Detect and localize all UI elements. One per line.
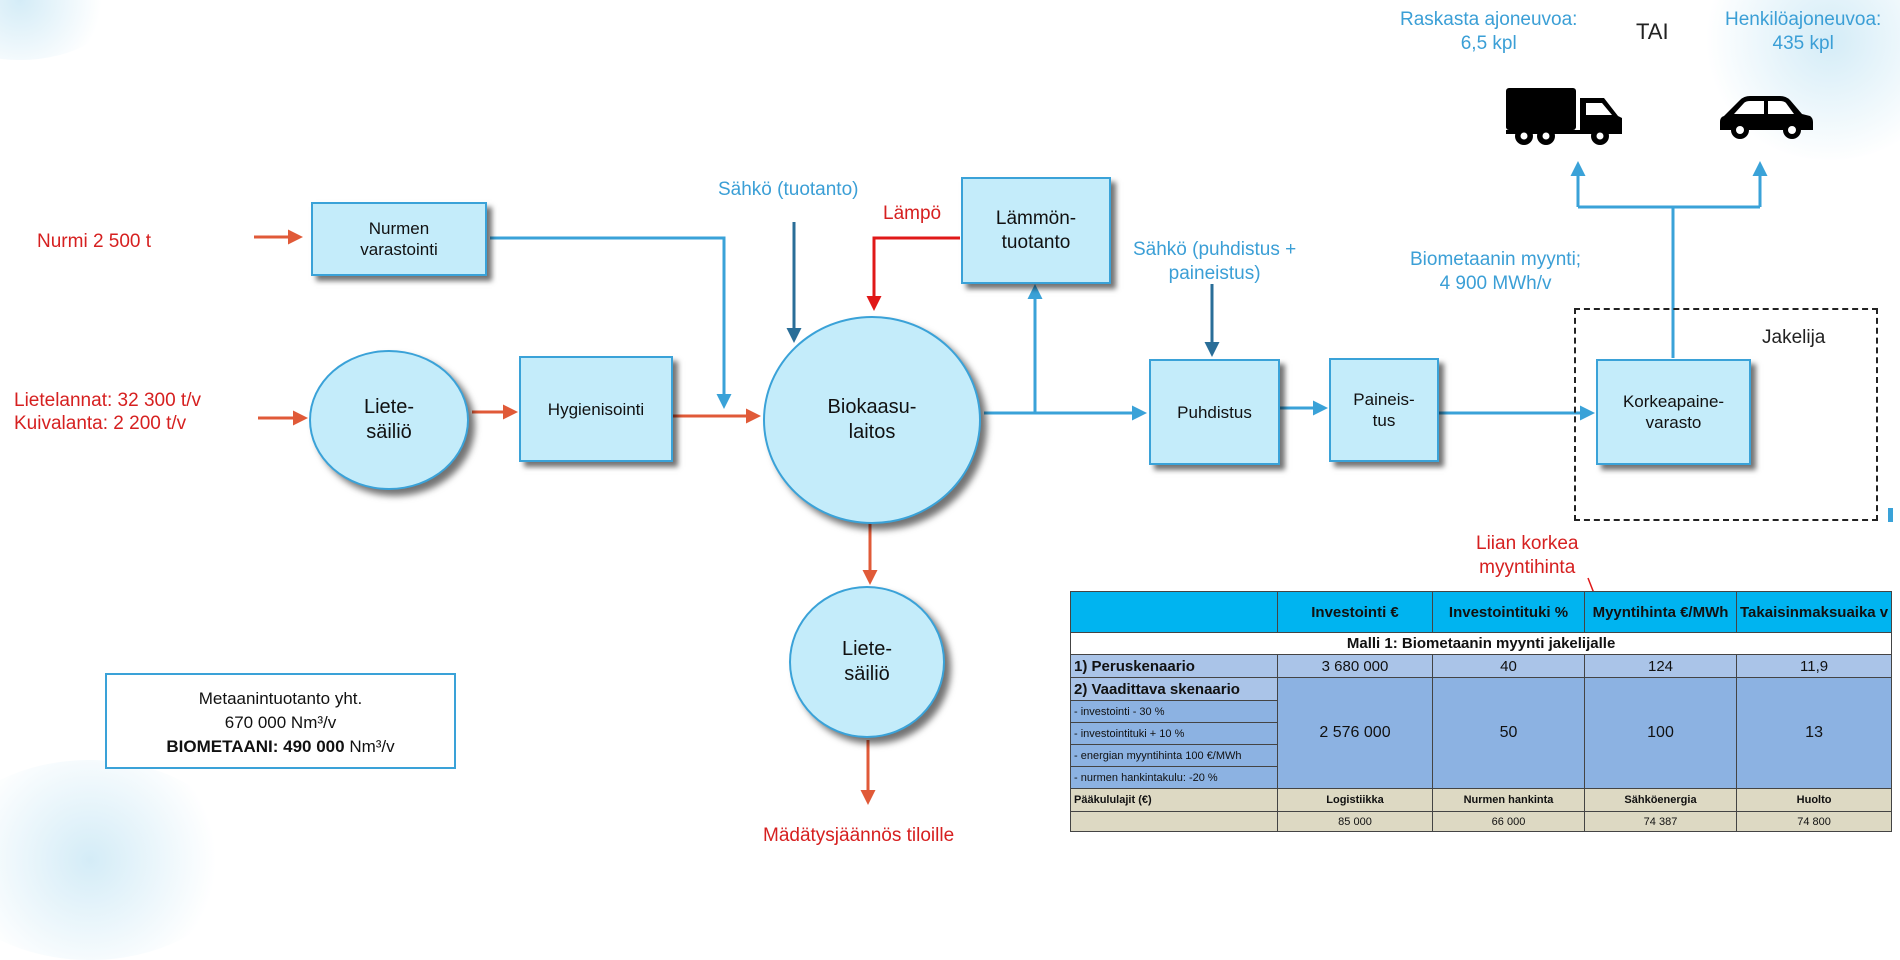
node-puhdistus: Puhdistus [1149, 359, 1280, 465]
info-line-3: BIOMETAANI: 490 000 Nm³/v [166, 737, 395, 756]
info-line-2: 670 000 Nm³/v [224, 713, 337, 732]
label-biometaani-myynti: Biometaanin myynti; 4 900 MWh/v [1410, 249, 1582, 294]
flow-diagram-lines [254, 161, 1893, 805]
costs-label: Pääkululajit (€) [1070, 788, 1278, 812]
scenario-2-item: - energian myyntihinta 100 €/MWh [1070, 744, 1278, 767]
node-nurmen-varastointi: Nurmen varastointi [311, 202, 487, 276]
header-takaisinmaksuaika: Takaisinmaksuaika v [1735, 591, 1893, 633]
table-cell: 2 576 000 [1277, 677, 1433, 789]
truck-icon [1506, 88, 1622, 145]
table-row-scenario-1: 1) Peruskenaario 3 680 000 40 124 11,9 [1070, 654, 1893, 678]
scenario-2-item: - investointi - 30 % [1070, 700, 1278, 723]
scenario-table: Investointi € Investointituki % Myyntihi… [1069, 591, 1893, 832]
label-tai: TAI [1636, 19, 1669, 44]
label-lampo: Lämpö [883, 203, 942, 224]
label-madatysjaannos: Mädätysjäännös tiloille [763, 825, 955, 846]
table-cell: 50 [1432, 677, 1585, 789]
table-cell: 66 000 [1432, 811, 1585, 832]
jakelija-dashed-frame [1574, 308, 1878, 521]
car-icon [1720, 96, 1813, 139]
table-cell: Logistiikka [1277, 788, 1433, 812]
table-row-sub: - investointi - 30 % [1070, 700, 1892, 723]
table-header-row: Investointi € Investointituki % Myyntihi… [1070, 591, 1893, 633]
label-raskasta: Raskasta ajoneuvoa: 6,5 kpl [1400, 9, 1578, 54]
table-row-scenario-2: 2) Vaadittava skenaario 2 576 000 50 100… [1070, 677, 1893, 789]
methane-production-box: Metaanintuotanto yht. 670 000 Nm³/v BIOM… [105, 673, 456, 769]
header-investointi: Investointi € [1277, 591, 1433, 633]
edge-mark [1888, 508, 1893, 522]
node-hygienisointi: Hygienisointi [519, 356, 673, 462]
table-cell: 124 [1584, 654, 1737, 678]
model-title: Malli 1: Biometaanin myynti jakelijalle [1069, 632, 1893, 655]
arrow-lampo [866, 236, 960, 311]
arrow-nurmen-bio [490, 236, 732, 409]
node-paineistus: Paineis- tus [1329, 358, 1439, 462]
scenario-1-label: 1) Peruskenaario [1070, 654, 1278, 678]
table-cell: Huolto [1735, 788, 1893, 812]
label-sahko-puhdistus: Sähkö (puhdistus + paineistus) [1133, 239, 1297, 284]
input-kuivalanta: Kuivalanta: 2 200 t/v [14, 413, 187, 434]
node-lammontuotanto: Lämmön- tuotanto [961, 177, 1111, 284]
table-costs-header: Pääkululajit (€) Logistiikka Nurmen hank… [1070, 788, 1893, 812]
table-cell: 40 [1432, 654, 1585, 678]
table-cell: Sähköenergia [1584, 788, 1737, 812]
label-henkilo: Henkilöajoneuvoa: 435 kpl [1725, 9, 1882, 54]
table-model-row: Malli 1: Biometaanin myynti jakelijalle [1069, 632, 1893, 655]
scenario-2-item: - nurmen hankintakulu: -20 % [1070, 766, 1278, 789]
info-line-1: Metaanintuotanto yht. [198, 689, 363, 708]
table-cell: 74 387 [1584, 811, 1737, 832]
label-sahko-tuotanto: Sähkö (tuotanto) [718, 179, 859, 200]
label-liian-korkea: Liian korkea myyntihinta [1476, 533, 1579, 578]
header-myyntihinta: Myyntihinta €/MWh [1584, 591, 1737, 633]
scenario-2-label: 2) Vaadittava skenaario [1070, 677, 1278, 701]
input-nurmi: Nurmi 2 500 t [37, 231, 152, 252]
table-cell [1070, 811, 1278, 832]
table-costs-values: 85 000 66 000 74 387 74 800 [1070, 811, 1893, 832]
input-lietelannat: Lietelannat: 32 300 t/v [14, 390, 201, 411]
scenario-2-item: - investointituki + 10 % [1070, 722, 1278, 745]
table-cell: 13 [1735, 677, 1893, 789]
label-jakelija: Jakelija [1762, 327, 1826, 348]
table-row-sub: - nurmen hankintakulu: -20 % [1070, 766, 1892, 789]
table-cell: Nurmen hankinta [1432, 788, 1585, 812]
table-cell: 100 [1584, 677, 1737, 789]
table-cell: 3 680 000 [1277, 654, 1433, 678]
header-cell [1070, 591, 1278, 633]
header-investointituki: Investointituki % [1432, 591, 1585, 633]
node-lietesailio-out: Liete- säiliö [789, 586, 945, 738]
node-korkeapainevarasto: Korkeapaine- varasto [1596, 359, 1751, 465]
node-lietesailio-in: Liete- säiliö [309, 350, 469, 490]
table-cell: 74 800 [1735, 811, 1893, 832]
table-cell: 11,9 [1735, 654, 1893, 678]
table-cell: 85 000 [1277, 811, 1433, 832]
node-biokaasulaitos: Biokaasu- laitos [763, 316, 981, 524]
table-row-sub: - investointituki + 10 % [1070, 722, 1892, 745]
